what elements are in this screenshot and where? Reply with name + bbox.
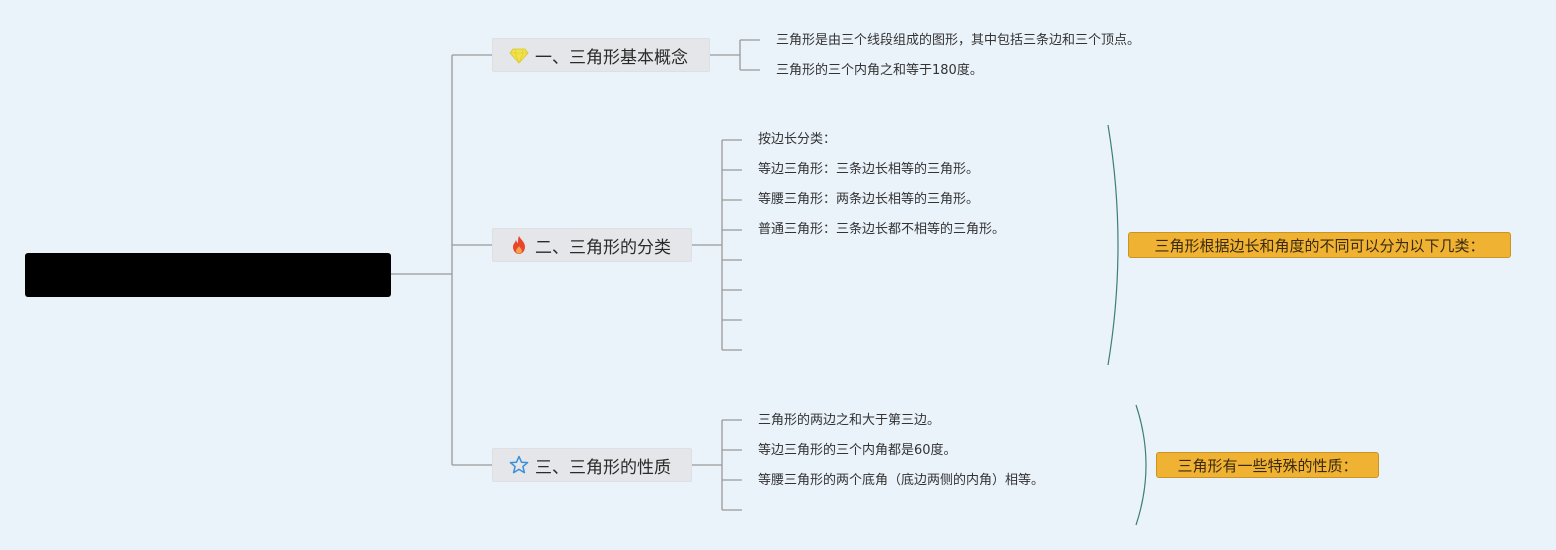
branch-basic-concept[interactable]: 一、三角形基本概念: [492, 38, 710, 72]
leaf-item[interactable]: 等腰三角形的两个底角（底边两侧的内角）相等。: [758, 473, 1045, 488]
fire-icon: [509, 235, 529, 255]
branch1-leaf-connector: [710, 39, 760, 71]
root-topic[interactable]: [25, 253, 391, 297]
leaf-item[interactable]: 等边三角形：三条边长相等的三角形。: [758, 162, 980, 177]
branch-properties[interactable]: 三、三角形的性质: [492, 448, 692, 482]
summary-bracket-branch3: [1135, 404, 1147, 526]
branch3-leaf-connector: [692, 419, 742, 511]
leaf-item[interactable]: 三角形的两边之和大于第三边。: [758, 413, 941, 428]
summary-properties[interactable]: 三角形有一些特殊的性质：: [1156, 452, 1379, 478]
leaf-item[interactable]: 三角形的三个内角之和等于180度。: [776, 63, 983, 78]
leaf-item[interactable]: 按边长分类：: [758, 132, 837, 147]
leaf-item[interactable]: 等腰三角形：两条边长相等的三角形。: [758, 192, 980, 207]
leaf-item[interactable]: 普通三角形：三条边长都不相等的三角形。: [758, 222, 1006, 237]
star-outline-icon: [509, 455, 529, 475]
leaf-item[interactable]: 三角形是由三个线段组成的图形，其中包括三条边和三个顶点。: [776, 33, 1141, 48]
branch-classification[interactable]: 二、三角形的分类: [492, 228, 692, 262]
gem-icon: [509, 45, 529, 65]
branch2-leaf-connector: [692, 139, 742, 351]
branch-label: 一、三角形基本概念: [535, 47, 688, 68]
summary-bracket-branch2: [1107, 124, 1119, 366]
summary-classification[interactable]: 三角形根据边长和角度的不同可以分为以下几类：: [1128, 232, 1511, 258]
branch-label: 三、三角形的性质: [535, 457, 671, 478]
leaf-item[interactable]: 等边三角形的三个内角都是60度。: [758, 443, 957, 458]
branch-label: 二、三角形的分类: [535, 237, 671, 258]
